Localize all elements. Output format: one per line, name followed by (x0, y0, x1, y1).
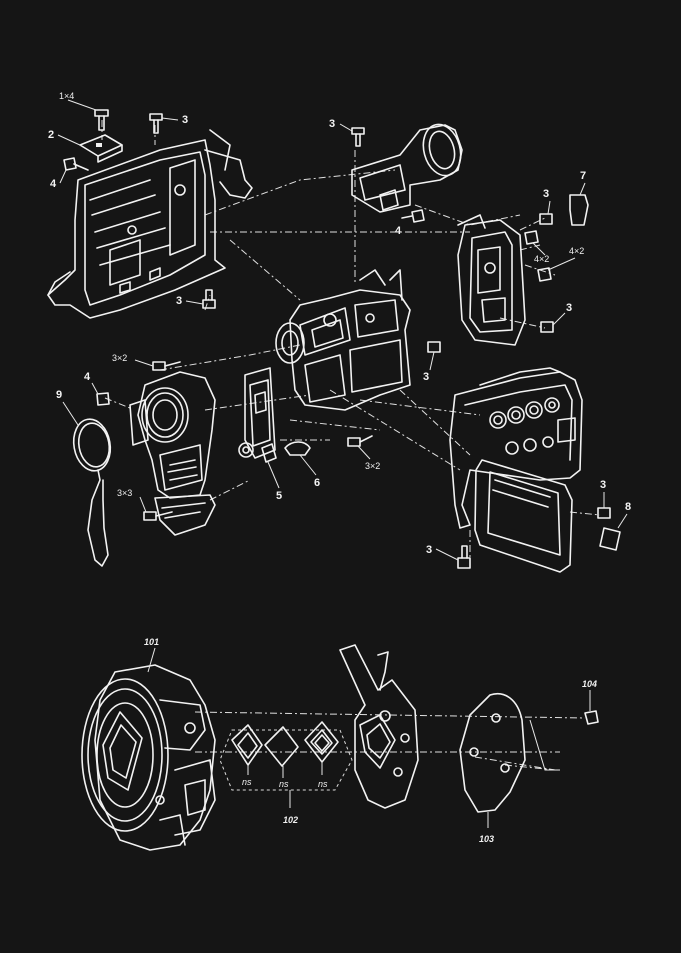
front-lens-block (129, 371, 216, 536)
sensor-plate (339, 644, 419, 809)
label-103: 103 (479, 834, 494, 844)
screw-3g (597, 507, 611, 519)
label-3a: 3 (182, 114, 188, 126)
lcd-panel (474, 459, 573, 573)
label-7: 7 (580, 170, 586, 182)
label-2: 2 (48, 129, 54, 141)
label-1x4: 1×4 (59, 91, 74, 101)
part-8 (599, 527, 621, 551)
label-3f: 3 (423, 371, 429, 383)
label-5: 5 (276, 490, 282, 502)
label-4a: 4 (50, 178, 57, 190)
label-104: 104 (582, 679, 597, 689)
screw-3a (149, 113, 163, 134)
label-4c: 4 (84, 371, 91, 383)
screws (63, 109, 611, 569)
bracket-part-2 (79, 134, 123, 163)
main-body-frame (47, 129, 253, 319)
label-3x2a: 3×2 (112, 353, 127, 363)
screw-3x2a (152, 361, 181, 371)
part-104 (584, 710, 599, 725)
screw-3x2b (347, 435, 373, 447)
screw-3d (539, 213, 553, 225)
label-3x3: 3×3 (117, 488, 132, 498)
label-ns-2: ns (279, 779, 289, 789)
screw-3f (427, 341, 441, 353)
label-8: 8 (625, 501, 631, 513)
part-5 (261, 443, 277, 463)
filter-set-102 (219, 721, 353, 808)
label-ns-1: ns (242, 777, 252, 787)
part-6 (284, 441, 311, 456)
screw-3h (457, 545, 471, 569)
screw-4x2b (537, 267, 552, 282)
label-3g: 3 (600, 479, 606, 491)
screw-4b (401, 209, 425, 223)
rear-housing (449, 367, 583, 529)
side-panel-right (457, 214, 526, 346)
screw-1 (94, 109, 109, 131)
viewfinder-assembly (351, 123, 463, 213)
label-3h: 3 (426, 544, 432, 556)
label-9: 9 (56, 389, 62, 401)
label-4x2a: 4×2 (534, 254, 549, 264)
screw-3c (202, 289, 216, 309)
center-chassis (275, 269, 411, 411)
lens-cap-part-9 (72, 418, 112, 567)
label-3b: 3 (329, 118, 335, 130)
label-4b: 4 (395, 225, 402, 237)
screw-3e (540, 321, 554, 333)
screw-3b (351, 127, 365, 147)
label-ns-3: ns (318, 779, 328, 789)
part-labels: 1×4 2 4 3 3 3 4 3 7 4×2 4×2 3 3×2 4 9 3 … (48, 91, 631, 844)
label-101: 101 (144, 637, 159, 647)
bracket-plate (238, 367, 276, 459)
label-3d: 3 (543, 188, 549, 200)
screw-4x2a (524, 230, 539, 245)
label-4x2b: 4×2 (569, 246, 584, 256)
label-102: 102 (283, 815, 298, 825)
cap-part-7 (569, 194, 589, 226)
lens-unit-101 (81, 664, 216, 851)
screw-4a (63, 157, 89, 171)
label-3x2b: 3×2 (365, 461, 380, 471)
shield-plate-103 (459, 693, 526, 828)
label-6: 6 (314, 477, 320, 489)
label-3e: 3 (566, 302, 572, 314)
label-leaders (57, 99, 628, 711)
label-3c: 3 (176, 295, 182, 307)
screw-4c (96, 392, 110, 406)
